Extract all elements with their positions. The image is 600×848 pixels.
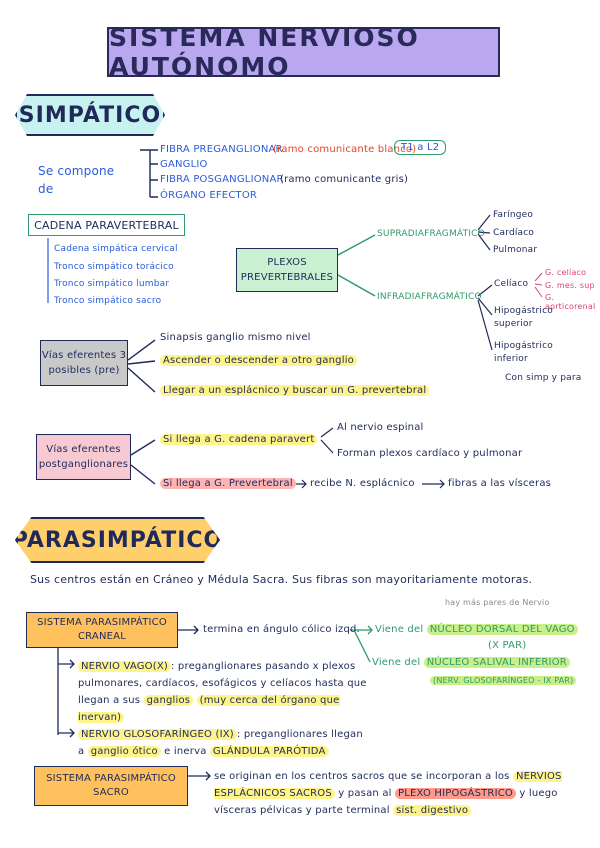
supra-item: Pulmonar: [493, 245, 538, 255]
celiaco-ganglion: G. aorticorenal: [545, 293, 596, 311]
celiaco-ganglion: G. celíaco: [545, 268, 587, 277]
sacro-box: SISTEMA PARASIMPÁTICO SACRO: [34, 766, 188, 806]
component-ganglio: GANGLIO: [160, 159, 208, 170]
viene-nucleo-2-sub: (NERV. GLOSOFARÍNGEO - IX PAR): [430, 676, 577, 685]
supra-item: Faríngeo: [493, 210, 534, 220]
pre-option: Ascender o descender a otro ganglio: [160, 355, 357, 366]
supra-label: SUPRADIAFRAGMÁTICO: [377, 229, 485, 239]
range-badge: T1 a L2: [394, 140, 447, 155]
infra-item: Hipogástrico inferior: [494, 341, 553, 364]
parasimpatico-heading: PARASIMPÁTICO: [15, 517, 220, 563]
craneal-arrow-text: termina en ángulo cólico izqd.: [203, 624, 360, 635]
post-result: Forman plexos cardíaco y pulmonar: [337, 448, 523, 459]
viene-nucleo-2: Viene del NÚCLEO SALIVAL INFERIOR: [372, 657, 570, 668]
cadena-item: Tronco simpático lumbar: [54, 279, 170, 289]
component-fibra-post: FIBRA POSGANGLIONAR: [160, 174, 284, 185]
post-arrow-text: fibras a las vísceras: [448, 478, 552, 489]
parasimpatico-intro: Sus centros están en Cráneo y Médula Sac…: [30, 573, 533, 586]
craneal-box: SISTEMA PARASIMPÁTICO CRANEAL: [26, 612, 178, 648]
post-result: Al nervio espinal: [337, 422, 424, 433]
viene-nucleo-1-sub: (X PAR): [488, 640, 527, 651]
celiaco-ganglion: G. mes. sup: [545, 281, 595, 290]
simpatico-heading: SIMPÁTICO: [15, 94, 165, 136]
pre-option: Llegar a un esplácnico y buscar un G. pr…: [160, 385, 430, 396]
cadena-item: Tronco simpático sacro: [54, 296, 162, 306]
post-option-1: Si llega a G. cadena paravert: [160, 434, 318, 445]
eferentes-pre-box: Vías eferentes 3 posibles (pre): [40, 340, 128, 386]
cadena-paravertebral-box: CADENA PARAVERTEBRAL: [28, 214, 185, 236]
viene-nucleo-1: Viene del NÚCLEO DORSAL DEL VAGO: [375, 624, 578, 635]
cadena-item: Cadena simpática cervical: [54, 244, 178, 254]
eferentes-post-box: Vías eferentes postganglionares: [36, 434, 131, 480]
craneal-note: hay más pares de Nervio: [445, 598, 550, 607]
infra-item: Celíaco: [494, 279, 529, 289]
note-ramo-gris: (ramo comunicante gris): [280, 174, 409, 185]
se-compone-label: Se compone de: [38, 164, 115, 196]
sacro-paragraph: se originan en los centros sacros que se…: [214, 771, 562, 816]
post-arrow-text: recibe N. esplácnico: [310, 478, 415, 489]
post-option-2: Si llega a G. Prevertebral: [160, 478, 296, 489]
page-title: SISTEMA NERVIOSO AUTÓNOMO: [107, 23, 500, 81]
component-organo: ÓRGANO EFECTOR: [160, 190, 258, 201]
note-ramo-blanco: (ramo comunicante blanco): [273, 144, 417, 155]
glosso-paragraph: NERVIO GLOSOFARÍNGEO (IX): preganglionar…: [78, 729, 363, 757]
component-fibra-pre: FIBRA PREGANGLIONAR: [160, 144, 283, 155]
infra-item: Hipogástrico superior: [494, 306, 553, 329]
plexos-box: PLEXOS PREVERTEBRALES: [236, 248, 338, 292]
supra-item: Cardíaco: [493, 228, 535, 238]
plexos-footnote: Con simp y para: [505, 373, 582, 383]
cadena-item: Tronco simpático torácico: [54, 262, 174, 272]
pre-option: Sinapsis ganglio mismo nivel: [160, 332, 311, 343]
infra-label: INFRADIAFRAGMÁTICO: [377, 292, 482, 302]
vago-paragraph: NERVIO VAGO(X): preganglionares pasando …: [78, 661, 367, 723]
